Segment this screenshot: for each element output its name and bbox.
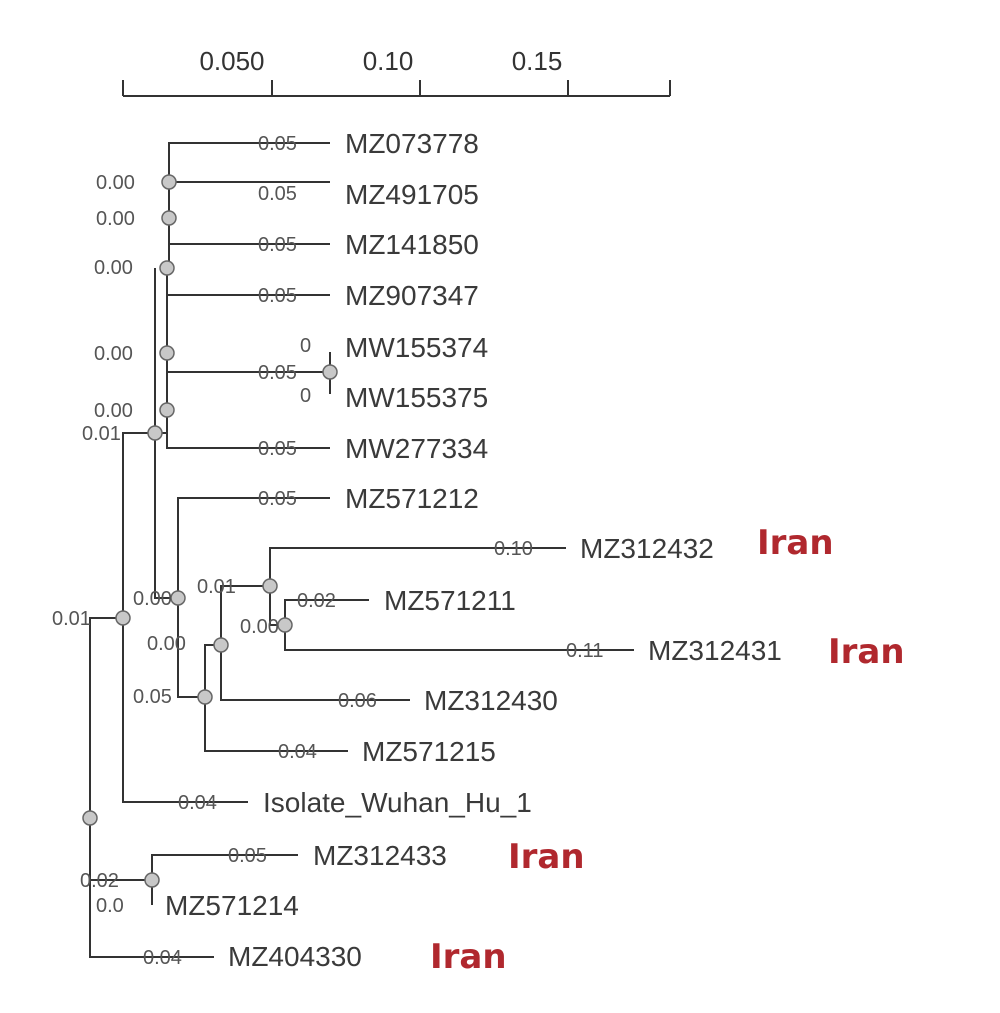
edge bbox=[166, 410, 330, 449]
leaf-label: MZ571214 bbox=[165, 890, 299, 921]
internal-node bbox=[322, 364, 338, 380]
branch-length: 0.06 bbox=[338, 690, 377, 712]
leaf-label: Isolate_Wuhan_Hu_1 bbox=[263, 787, 532, 818]
edge bbox=[122, 618, 248, 803]
branch-length: 0.02 bbox=[297, 590, 336, 612]
edge bbox=[177, 497, 330, 598]
leaf-label: MZ312433 bbox=[313, 840, 447, 871]
edge bbox=[122, 432, 155, 618]
edge bbox=[284, 599, 369, 625]
internal-node bbox=[262, 578, 278, 594]
node-value: 0.0 bbox=[96, 895, 124, 917]
leaf-label: MZ404330 bbox=[228, 941, 362, 972]
branch-length: 0.04 bbox=[178, 792, 217, 814]
edge bbox=[269, 547, 566, 586]
internal-node-values: 0.00 0.00 0.00 0.00 0.00 0.01 0.05 0.00 … bbox=[52, 172, 279, 917]
internal-node bbox=[115, 610, 131, 626]
branch-length: 0.05 bbox=[258, 285, 297, 307]
country-label-iran: Iran bbox=[430, 937, 507, 977]
edge bbox=[168, 182, 330, 245]
edge bbox=[151, 854, 298, 880]
edge bbox=[166, 268, 330, 296]
internal-node bbox=[159, 345, 175, 361]
internal-node bbox=[159, 260, 175, 276]
internal-node bbox=[82, 810, 98, 826]
node-value: 0.00 bbox=[94, 257, 133, 279]
edge bbox=[177, 598, 205, 698]
edge bbox=[220, 645, 410, 701]
internal-node bbox=[161, 174, 177, 190]
scale-bar: 0.050 0.10 0.15 bbox=[122, 46, 671, 97]
leaf-label: MZ571211 bbox=[384, 585, 516, 616]
internal-node bbox=[197, 689, 213, 705]
branch-length: 0.05 bbox=[258, 183, 297, 205]
leaf-label: MZ312432 bbox=[580, 533, 714, 564]
country-labels: Iran Iran Iran Iran bbox=[430, 523, 905, 977]
leaf-label: MZ312431 bbox=[648, 635, 782, 666]
node-value: 0.05 bbox=[133, 686, 172, 708]
node-value: 0.00 bbox=[133, 588, 172, 610]
leaf-labels: MZ073778 MZ491705 MZ141850 MZ907347 MW15… bbox=[165, 128, 782, 972]
node-value: 0.01 bbox=[82, 423, 121, 445]
leaf-label: MW155375 bbox=[345, 382, 488, 413]
branch-length: 0.04 bbox=[143, 947, 182, 969]
edge bbox=[220, 585, 270, 645]
edge bbox=[204, 644, 221, 697]
branch-length: 0.04 bbox=[278, 741, 317, 763]
edge bbox=[89, 617, 123, 818]
branch-length: 0.05 bbox=[258, 488, 297, 510]
leaf-label: MW277334 bbox=[345, 433, 488, 464]
branch-length: 0.05 bbox=[258, 362, 297, 384]
branch-length: 0.05 bbox=[228, 845, 267, 867]
internal-node bbox=[161, 210, 177, 226]
internal-node bbox=[213, 637, 229, 653]
node-value: 0.00 bbox=[96, 208, 135, 230]
branch-length: 0 bbox=[300, 385, 311, 407]
edge bbox=[168, 142, 330, 182]
branch-length: 0 bbox=[300, 335, 311, 357]
country-label-iran: Iran bbox=[508, 837, 585, 877]
scale-tick-label: 0.15 bbox=[512, 46, 563, 76]
node-value: 0.01 bbox=[197, 576, 236, 598]
edge bbox=[284, 625, 634, 651]
leaf-label: MZ907347 bbox=[345, 280, 479, 311]
internal-node bbox=[147, 425, 163, 441]
internal-node bbox=[144, 872, 160, 888]
leaf-label: MZ571212 bbox=[345, 483, 479, 514]
leaf-label: MZ073778 bbox=[345, 128, 479, 159]
country-label-iran: Iran bbox=[757, 523, 834, 563]
internal-node bbox=[159, 402, 175, 418]
country-label-iran: Iran bbox=[828, 632, 905, 672]
branch-length: 0.05 bbox=[258, 133, 297, 155]
leaf-label: MZ312430 bbox=[424, 685, 558, 716]
node-value: 0.00 bbox=[147, 633, 186, 655]
branch-length: 0.10 bbox=[494, 538, 533, 560]
edge bbox=[89, 880, 214, 958]
branch-length: 0.05 bbox=[258, 234, 297, 256]
scale-tick-label: 0.10 bbox=[363, 46, 414, 76]
edge bbox=[204, 697, 348, 752]
branch-length: 0.11 bbox=[566, 640, 603, 662]
node-value: 0.02 bbox=[80, 870, 119, 892]
node-value: 0.01 bbox=[52, 608, 91, 630]
leaf-label: MZ571215 bbox=[362, 736, 496, 767]
internal-node bbox=[277, 617, 293, 633]
node-value: 0.00 bbox=[96, 172, 135, 194]
node-value: 0.00 bbox=[240, 616, 279, 638]
internal-node bbox=[170, 590, 186, 606]
scale-tick-label: 0.050 bbox=[199, 46, 264, 76]
leaf-label: MZ491705 bbox=[345, 179, 479, 210]
branch-length: 0.05 bbox=[258, 438, 297, 460]
leaf-label: MW155374 bbox=[345, 332, 488, 363]
branch-length-labels: 0.05 0.05 0.05 0.05 0 0 0.05 0.05 0.05 0… bbox=[143, 133, 603, 969]
leaf-label: MZ141850 bbox=[345, 229, 479, 260]
node-value: 0.00 bbox=[94, 400, 133, 422]
internal-nodes bbox=[82, 174, 338, 888]
node-value: 0.00 bbox=[94, 343, 133, 365]
